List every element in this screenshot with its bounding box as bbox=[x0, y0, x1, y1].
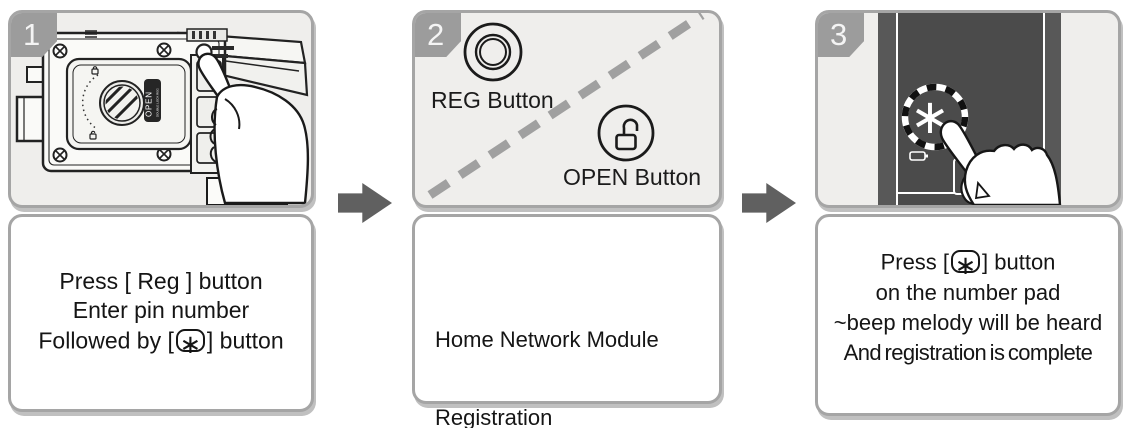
step2-badge-number: 2 bbox=[427, 17, 445, 52]
open-button-icon bbox=[597, 104, 655, 162]
lock-closed-icon bbox=[91, 66, 99, 75]
battery-icon bbox=[909, 151, 928, 161]
divider-dashed-line bbox=[427, 13, 705, 199]
asterisk-keycap-icon: ∗ bbox=[175, 329, 205, 357]
hand-pressing-reg bbox=[197, 52, 310, 205]
step3-text-box: Press [∗] button on the number pad ~beep… bbox=[815, 214, 1121, 416]
buttons-illustration bbox=[427, 13, 705, 199]
lock-side-tabs bbox=[15, 66, 46, 143]
step3-line3: ~beep melody will be heard bbox=[833, 309, 1103, 335]
step-arrow-icon bbox=[742, 183, 796, 223]
step3-line2: on the number pad bbox=[875, 279, 1061, 305]
screws bbox=[52, 42, 172, 163]
open-dial-label: OPEN DOUBLE LOCK REG bbox=[144, 79, 161, 122]
step3-badge-number: 3 bbox=[830, 17, 848, 52]
svg-text:DOUBLE LOCK REG: DOUBLE LOCK REG bbox=[156, 88, 160, 117]
step2-illustration-box: 2 REG Button OPEN Button bbox=[412, 10, 722, 208]
step1-illustration-box: 1 bbox=[8, 10, 314, 208]
reg-button-label: REG Button bbox=[431, 87, 554, 113]
step1-line3: Followed by [∗] button bbox=[38, 327, 284, 359]
svg-text:OPEN: OPEN bbox=[145, 91, 154, 117]
step-arrow-icon bbox=[338, 183, 392, 223]
step3-line1: Press [∗] button bbox=[880, 249, 1056, 280]
step3-illustration-box: 3 ∗ bbox=[815, 10, 1121, 208]
hand-pressing-asterisk bbox=[939, 119, 1062, 205]
open-button-label: OPEN Button bbox=[563, 164, 702, 190]
highlight-dashed-circle bbox=[901, 83, 969, 151]
dial-rotation-arc bbox=[81, 74, 99, 130]
step1-line2: Enter pin number bbox=[72, 297, 250, 323]
step2-text-box: Home Network Module Registration - Press… bbox=[412, 214, 722, 428]
lock-rib-detail bbox=[85, 30, 97, 38]
step2-block1: Home Network Module Registration - Press… bbox=[435, 327, 659, 428]
step2-badge: 2 bbox=[415, 13, 461, 57]
step1-text-box: Press [ Reg ] button Enter pin number Fo… bbox=[8, 214, 314, 412]
keypad-illustration: ∗ bbox=[878, 13, 1062, 205]
thumbturn-dial bbox=[99, 80, 145, 126]
step1-badge: 1 bbox=[11, 13, 57, 57]
step3-line4: And registration is complete bbox=[843, 339, 1093, 365]
reg-button-icon bbox=[463, 22, 523, 82]
step1-badge-number: 1 bbox=[23, 17, 41, 52]
lock-open-icon bbox=[89, 130, 97, 140]
asterisk-keycap-icon: ∗ bbox=[951, 250, 981, 278]
reg-button-area bbox=[186, 28, 234, 61]
step1-line1: Press [ Reg ] button bbox=[59, 268, 263, 294]
lock-mechanism-illustration: OPEN DOUBLE LOCK REG bbox=[15, 28, 310, 205]
